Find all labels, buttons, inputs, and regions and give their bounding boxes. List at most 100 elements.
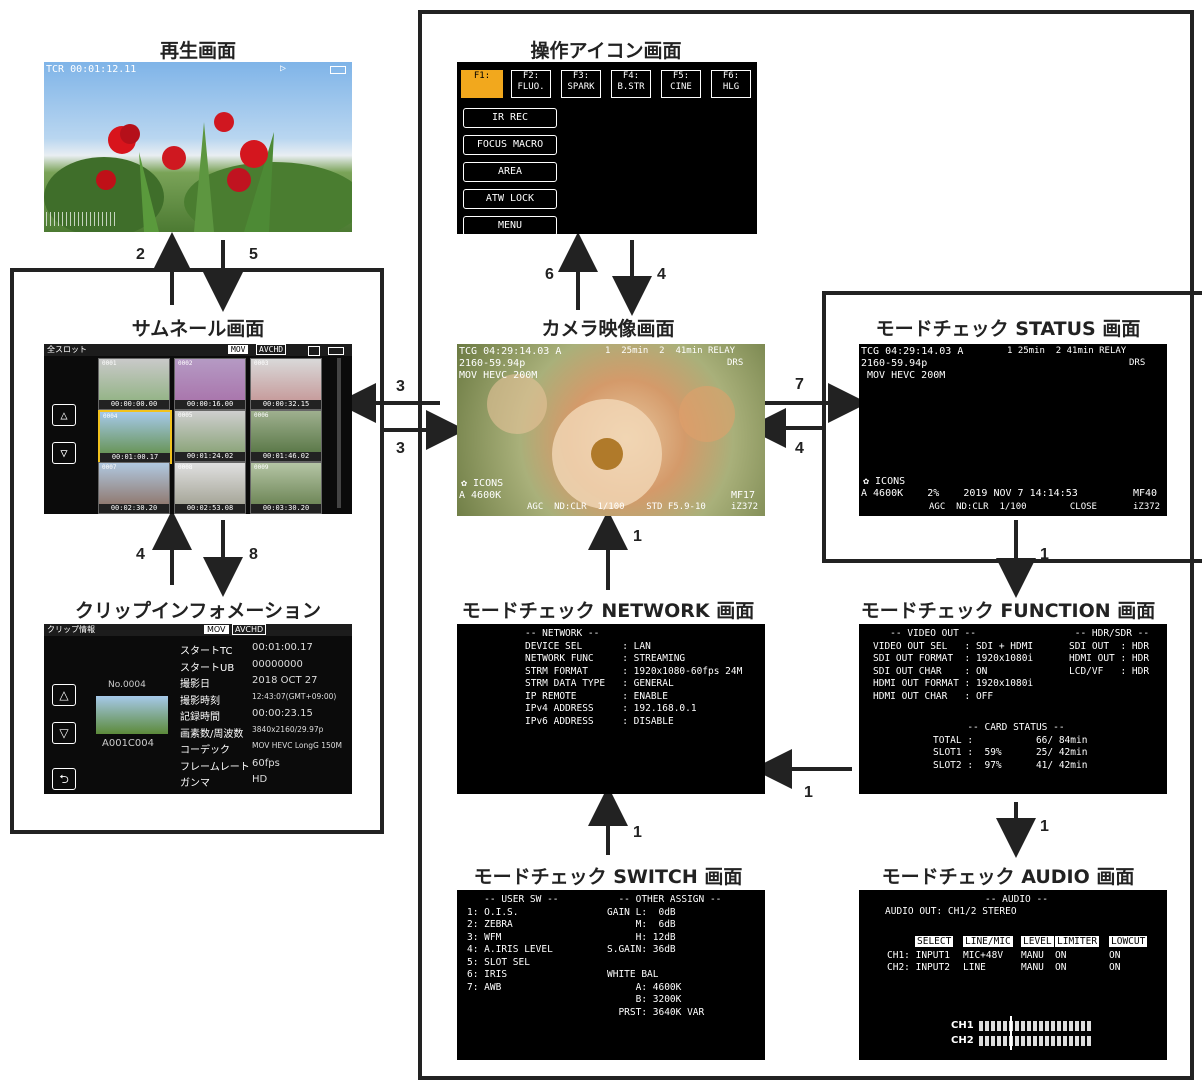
thumb-id: 0003	[254, 360, 269, 367]
fkey-f6[interactable]: F6: HLG	[711, 70, 751, 98]
clipinfo-key: コーデック	[180, 745, 230, 756]
play-icon: ▷	[280, 63, 287, 74]
clipinfo-screen: クリップ情報 MOV AVCHD △ ▽ ⮌ No.0004 A001C004 …	[44, 624, 352, 794]
playback-screen: TCR 00:01:12.11 ▷	[44, 62, 352, 232]
title-playback: 再生画面	[159, 40, 237, 62]
arrow-label-5: 5	[249, 246, 258, 263]
thumbnail-0003[interactable]: 0003 00:00:32.15	[250, 358, 322, 410]
switch-screen: -- USER SW -- 1: O.I.S. 2: ZEBRA 3: WFM …	[457, 890, 765, 1060]
thumbnail-0005[interactable]: 0005 00:01:24.02	[174, 410, 246, 462]
thumb-avchd-tab[interactable]: AVCHD	[256, 344, 287, 355]
menu-button[interactable]: MENU	[463, 216, 557, 234]
function-hdr-sdr: -- HDR/SDR -- SDI OUT : HDR HDMI OUT : H…	[1069, 628, 1150, 677]
left-group-frame	[10, 268, 384, 834]
title-switch: モードチェック SWITCH 画面	[473, 866, 743, 888]
title-network: モードチェック NETWORK 画面	[461, 600, 755, 622]
clipinfo-value: 00:01:00.17	[252, 642, 313, 653]
function-screen: -- VIDEO OUT -- VIDEO OUT SEL : SDI + HD…	[859, 624, 1167, 794]
status-screen: TCG 04:29:14.03 A 1 25min 2 41min RELAY …	[859, 344, 1167, 516]
audio-meter-ch2	[979, 1036, 1091, 1046]
camera-icons-button[interactable]: ✿ ICONS	[461, 478, 504, 489]
audio-header-cell: LEVEL	[1021, 936, 1054, 947]
fkey-f4[interactable]: F4: B.STR	[611, 70, 651, 98]
clip-thumbnail	[96, 696, 168, 734]
status-format: 2160-59.94p	[861, 358, 928, 369]
thumbnail-0002[interactable]: 0002 00:00:16.00	[174, 358, 246, 410]
scrollbar[interactable]	[337, 358, 341, 508]
arrow-label-1-camera: 1	[633, 528, 642, 545]
camera-white-balance: A 4600K	[459, 490, 502, 501]
clipinfo-key: スタートTC	[180, 646, 233, 657]
clipinfo-key: 撮影日	[180, 679, 210, 690]
status-mf: MF40	[1133, 488, 1158, 499]
audio-cell: ON	[1055, 962, 1067, 973]
audio-cell: ON	[1109, 950, 1121, 961]
arrow-label-7: 7	[795, 376, 804, 393]
clipinfo-value: 60fps	[252, 757, 280, 769]
audio-meter-ch1-label: CH1	[951, 1020, 974, 1031]
thumbnail-0008[interactable]: 0008 00:02:53.08	[174, 462, 246, 514]
clipinfo-value: 2018 OCT 27	[252, 675, 318, 686]
fkey-f3[interactable]: F3: SPARK	[561, 70, 601, 98]
title-function: モードチェック FUNCTION 画面	[860, 600, 1156, 622]
status-drs: DRS	[1129, 358, 1146, 368]
thumb-id: 0006	[254, 412, 269, 419]
arrow-label-1-switch: 1	[804, 784, 813, 801]
fkey-f5[interactable]: F5: CINE	[661, 70, 701, 98]
network-icon	[308, 346, 320, 356]
thumbnail-0006[interactable]: 0006 00:01:46.02	[250, 410, 322, 462]
fkey-f5-label: F5:	[672, 71, 690, 81]
thumb-mov-tab[interactable]: MOV	[228, 345, 249, 354]
thumb-timecode: 00:02:30.20	[99, 504, 169, 513]
audio-meter-ch2-label: CH2	[951, 1035, 974, 1046]
back-button[interactable]: ⮌	[52, 768, 76, 790]
fkey-f1[interactable]: F1:	[461, 70, 503, 98]
clipinfo-up-button[interactable]: △	[52, 684, 76, 706]
title-thumbnail: サムネール画面	[131, 318, 265, 340]
clipinfo-down-button[interactable]: ▽	[52, 722, 76, 744]
atw-lock-button[interactable]: ATW LOCK	[463, 189, 557, 209]
playback-timecode: TCR 00:01:12.11	[46, 64, 137, 75]
thumbnail-0001[interactable]: 0001 00:00:00.00	[98, 358, 170, 410]
thumb-timecode: 00:02:53.08	[175, 504, 245, 513]
thumbnail-screen: 全スロット MOV AVCHD △ ▽ 0001 00:00:00.00 000…	[44, 344, 352, 514]
battery-icon	[330, 66, 346, 74]
network-settings-text: -- NETWORK -- DEVICE SEL : LAN NETWORK F…	[525, 628, 743, 727]
thumb-timecode: 00:01:46.02	[251, 452, 321, 461]
audio-cell: CH1: INPUT1	[887, 950, 950, 961]
thumb-header-bar	[44, 344, 352, 356]
thumbnail-0009[interactable]: 0009 00:03:30.20	[250, 462, 322, 514]
fkey-f3-sub: SPARK	[567, 82, 595, 92]
status-icons-button[interactable]: ✿ ICONS	[863, 476, 906, 487]
status-codec: MOV HEVC 200M	[867, 370, 946, 381]
fkey-f2-label: F2:	[522, 71, 540, 81]
thumbnail-0007[interactable]: 0007 00:02:30.20	[98, 462, 170, 514]
switch-user-sw: -- USER SW -- 1: O.I.S. 2: ZEBRA 3: WFM …	[467, 894, 559, 993]
camera-timecode: TCG 04:29:14.03 A	[459, 346, 562, 357]
clipinfo-key: 画素数/周波数	[180, 728, 244, 740]
center-group-frame	[418, 10, 1194, 1080]
clipinfo-mov-tab[interactable]: MOV	[204, 625, 229, 634]
ir-rec-button[interactable]: IR REC	[463, 108, 557, 128]
thumb-id: 0004	[103, 413, 118, 420]
fkey-f2[interactable]: F2: FLUO.	[511, 70, 551, 98]
focus-macro-button[interactable]: FOCUS MACRO	[463, 135, 557, 155]
thumbnail-0004[interactable]: 0004 00:01:00.17	[98, 410, 172, 464]
arrow-label-4-thumb: 4	[136, 546, 145, 563]
fkey-f2-sub: FLUO.	[517, 82, 545, 92]
title-icons: 操作アイコン画面	[530, 40, 682, 62]
status-zoom: iZ372	[1133, 502, 1161, 512]
scroll-down-button[interactable]: ▽	[52, 442, 76, 464]
area-button[interactable]: AREA	[463, 162, 557, 182]
arrow-label-3b: 3	[396, 440, 405, 457]
icons-screen: F1: F2: FLUO. F3: SPARK F4: B.STR F5: CI…	[457, 62, 757, 234]
camera-mf: MF17	[731, 490, 756, 501]
thumb-id: 0007	[102, 464, 117, 471]
audio-cell: ON	[1109, 962, 1121, 973]
clipinfo-avchd-tab[interactable]: AVCHD	[232, 624, 267, 635]
arrow-label-3a: 3	[396, 378, 405, 395]
audio-level-meter	[46, 212, 118, 226]
scroll-up-button[interactable]: △	[52, 404, 76, 426]
thumb-id: 0009	[254, 464, 269, 471]
fkey-f4-label: F4:	[622, 71, 640, 81]
